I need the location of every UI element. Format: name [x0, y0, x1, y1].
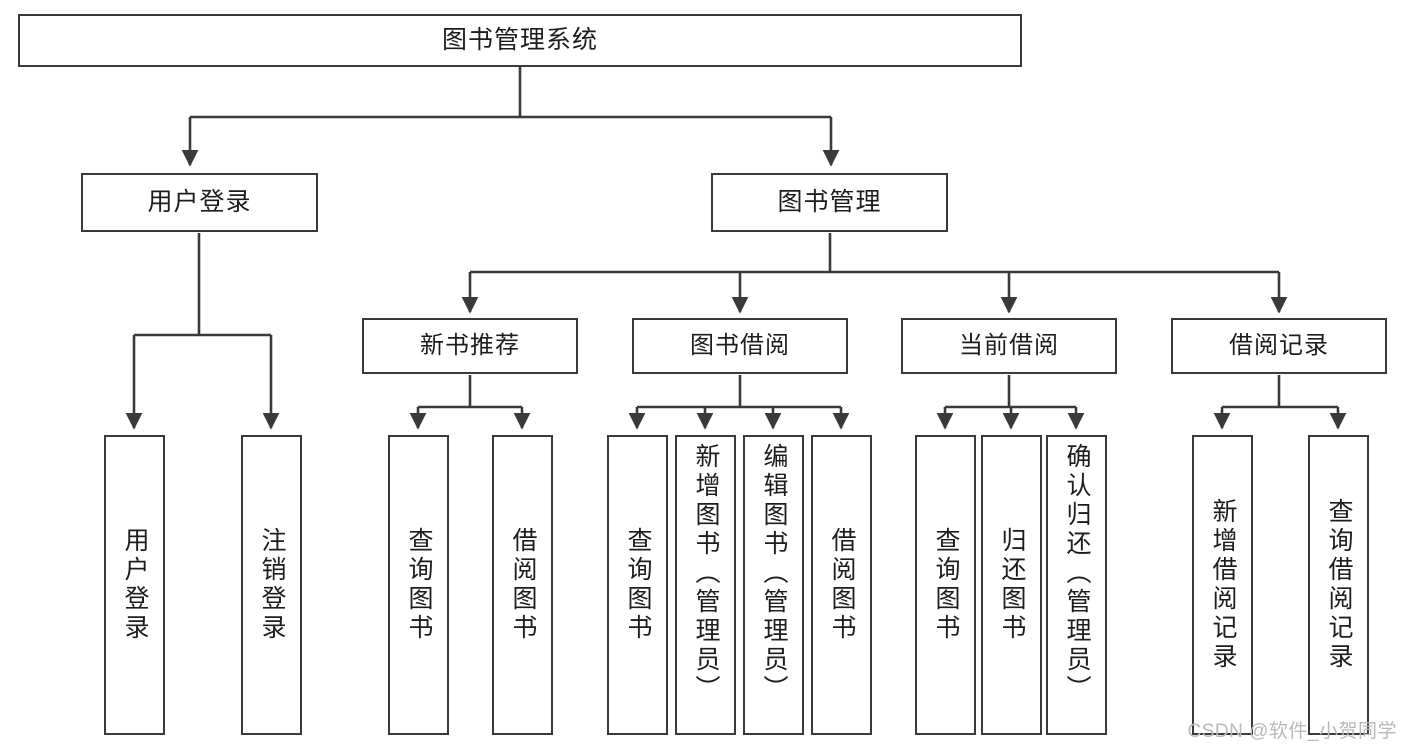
leaf-record-add-borrow-record[interactable]: 新增借阅记录	[1192, 435, 1253, 735]
node-label: 新书推荐	[420, 332, 520, 360]
node-borrow-record[interactable]: 借阅记录	[1171, 318, 1387, 374]
node-label: 归还图书	[998, 527, 1026, 643]
node-label: 注销登录	[258, 527, 286, 643]
node-label: 确认归还（管理员）	[1063, 443, 1091, 704]
node-label: 借阅图书	[828, 527, 856, 643]
node-label: 用户登录	[147, 188, 252, 216]
node-current-borrow[interactable]: 当前借阅	[901, 318, 1117, 374]
node-label: 图书管理	[777, 188, 882, 216]
node-book-borrow[interactable]: 图书借阅	[632, 318, 848, 374]
node-label: 新增借阅记录	[1209, 498, 1237, 672]
node-user-login[interactable]: 用户登录	[81, 173, 318, 232]
node-label: 借阅记录	[1229, 332, 1329, 360]
node-label: 用户登录	[121, 527, 149, 643]
leaf-record-query-borrow-record[interactable]: 查询借阅记录	[1308, 435, 1369, 735]
leaf-borrow-edit-book-admin[interactable]: 编辑图书（管理员）	[743, 435, 804, 735]
node-label: 图书管理系统	[441, 26, 598, 54]
leaf-new-book-borrow-book[interactable]: 借阅图书	[492, 435, 553, 735]
leaf-borrow-borrow-book[interactable]: 借阅图书	[811, 435, 872, 735]
leaf-user-login-login[interactable]: 用户登录	[104, 435, 165, 735]
node-root-book-management-system[interactable]: 图书管理系统	[18, 14, 1022, 67]
node-label: 查询图书	[624, 527, 652, 643]
node-label: 借阅图书	[509, 527, 537, 643]
leaf-current-return-book[interactable]: 归还图书	[981, 435, 1042, 735]
node-book-management[interactable]: 图书管理	[711, 173, 948, 232]
node-label: 查询图书	[932, 527, 960, 643]
node-label: 图书借阅	[690, 332, 790, 360]
node-label: 查询图书	[405, 527, 433, 643]
node-label: 当前借阅	[959, 332, 1059, 360]
leaf-new-book-query-book[interactable]: 查询图书	[388, 435, 449, 735]
leaf-borrow-add-book-admin[interactable]: 新增图书（管理员）	[675, 435, 736, 735]
node-label: 查询借阅记录	[1325, 498, 1353, 672]
leaf-user-login-logout[interactable]: 注销登录	[241, 435, 302, 735]
leaf-borrow-query-book[interactable]: 查询图书	[607, 435, 668, 735]
watermark-text: CSDN @软件_小贺同学	[1187, 721, 1397, 742]
node-label: 新增图书（管理员）	[692, 443, 720, 704]
leaf-current-confirm-return-admin[interactable]: 确认归还（管理员）	[1046, 435, 1107, 735]
leaf-current-query-book[interactable]: 查询图书	[915, 435, 976, 735]
node-label: 编辑图书（管理员）	[760, 443, 788, 704]
node-new-book-recommend[interactable]: 新书推荐	[362, 318, 578, 374]
